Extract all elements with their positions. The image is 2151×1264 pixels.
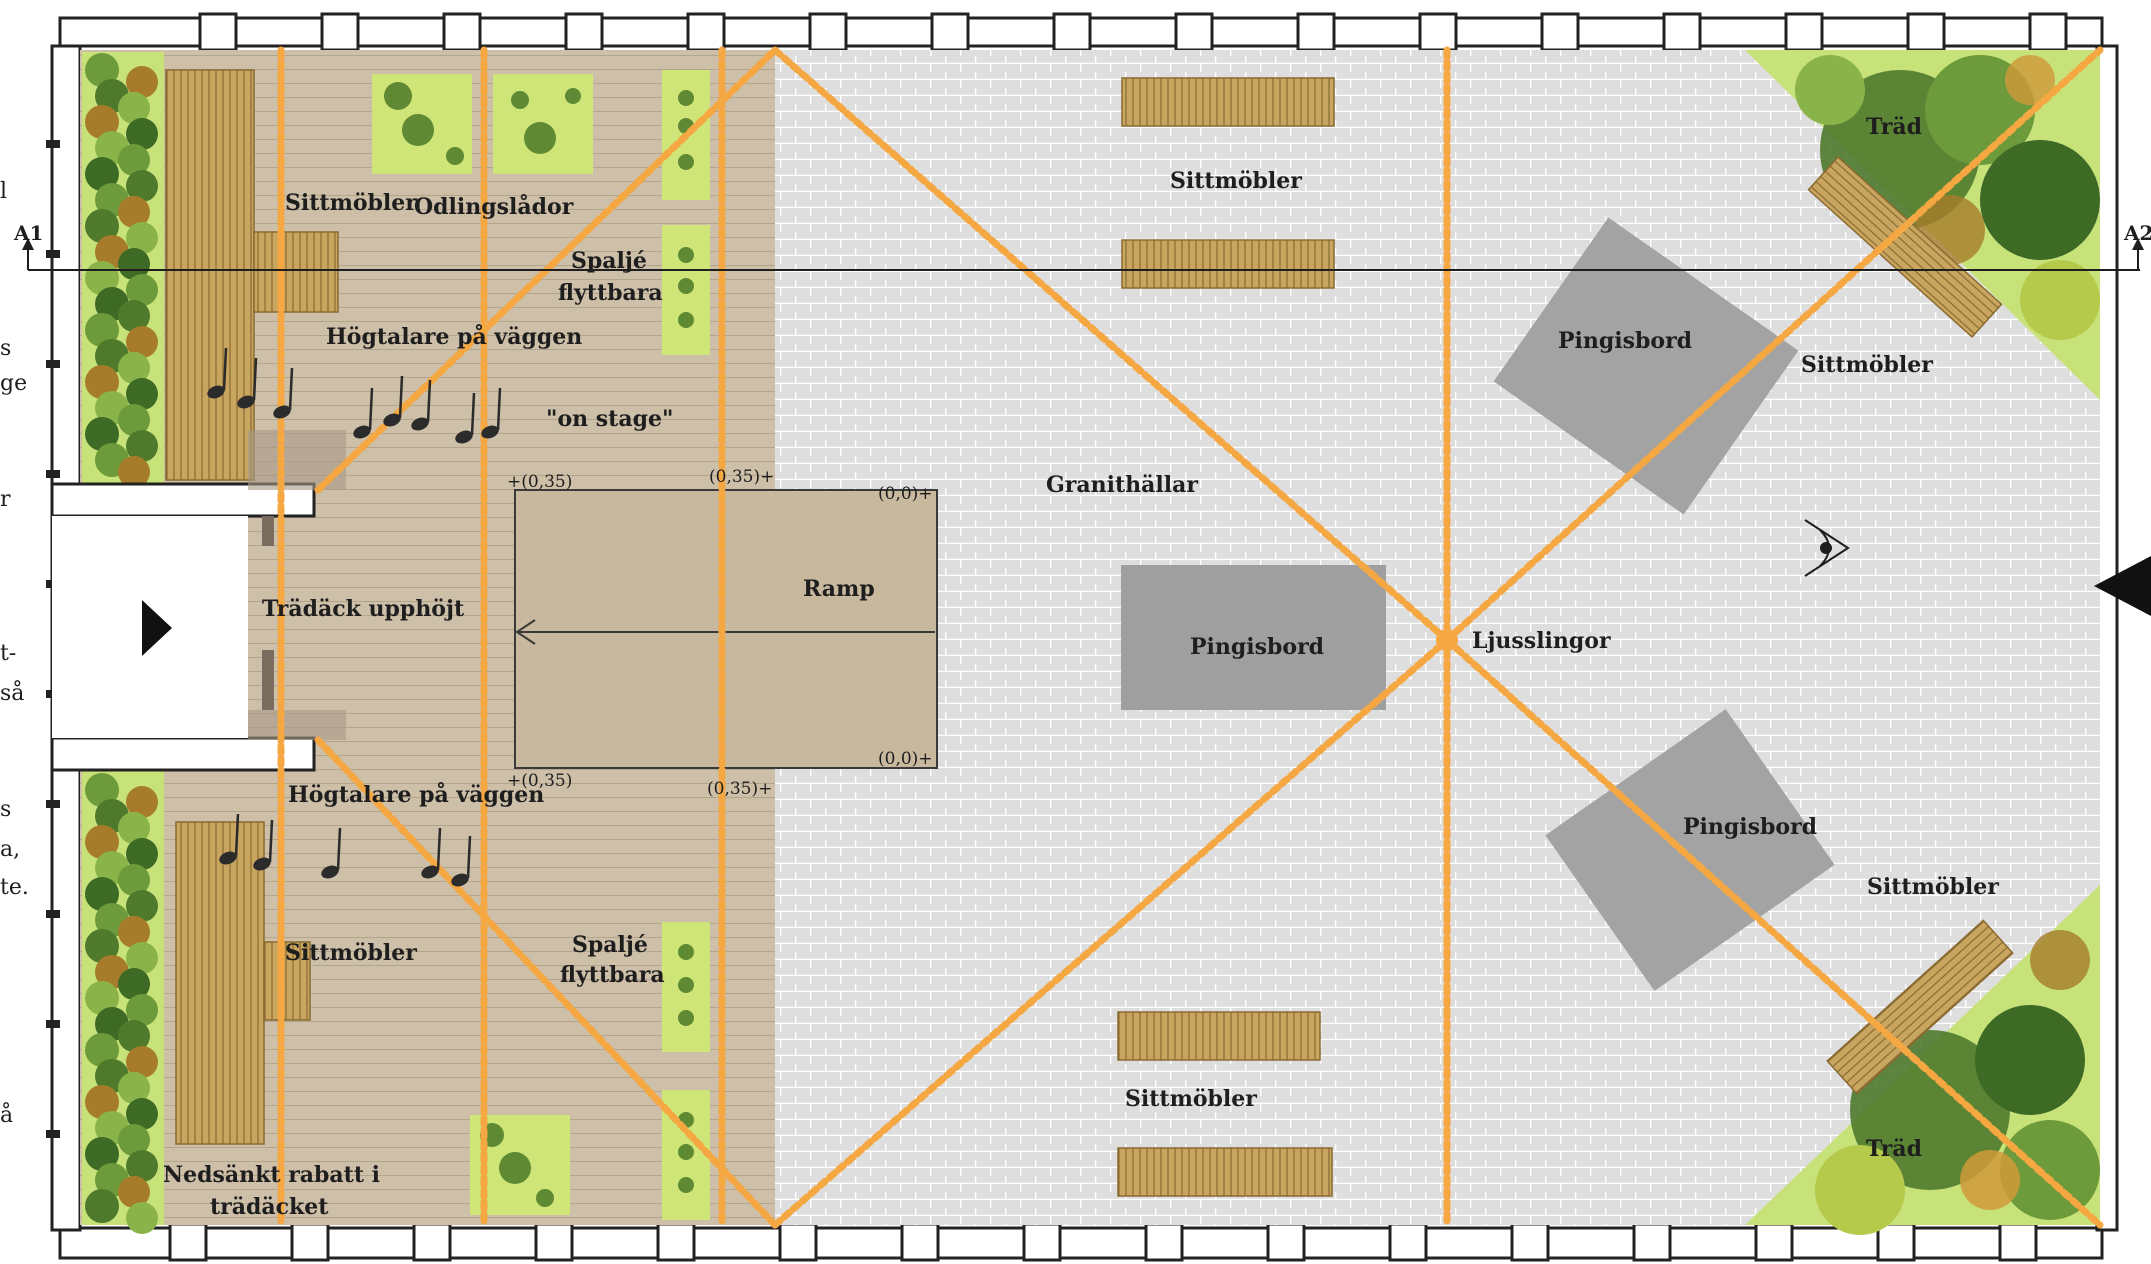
svg-text:te.: te. — [0, 875, 29, 900]
ramp — [514, 489, 938, 769]
label-sittmobler-bottom-center: Sittmöbler — [1125, 1086, 1257, 1112]
section-line — [22, 238, 2144, 271]
svg-text:l: l — [0, 179, 7, 204]
label-spalje-top-2: flyttbara — [558, 280, 663, 306]
level-label: (0,0)+ — [878, 484, 933, 504]
label-sittmobler-top-center: Sittmöbler — [1170, 168, 1302, 194]
label-ljusslingor: Ljusslingor — [1472, 628, 1611, 654]
label-nedsankt-2: trädäcket — [210, 1194, 329, 1220]
label-on-stage: "on stage" — [546, 406, 673, 432]
margin-text-fragments: l s ge r t- så s a, te. å — [0, 179, 29, 1128]
trellis-planters — [662, 70, 710, 1220]
label-sittmobler-bl: Sittmöbler — [285, 940, 417, 966]
svg-text:å: å — [0, 1101, 13, 1128]
svg-text:s: s — [0, 797, 11, 822]
center-seating — [1117, 77, 1335, 1197]
label-pingisbord-br: Pingisbord — [1683, 814, 1817, 840]
light-hub — [1436, 629, 1458, 651]
label-spalje-top-1: Spaljé — [571, 248, 647, 274]
tree-corner-bottom — [1745, 885, 2100, 1235]
label-sittmobler-tr: Sittmöbler — [1801, 352, 1933, 378]
label-hogtalare-top: Högtalare på väggen — [326, 324, 582, 350]
level-label: +(0,35) — [507, 472, 572, 492]
label-spalje-bot-1: Spaljé — [572, 932, 648, 958]
music-notes-icon — [207, 347, 502, 887]
svg-text:s: s — [0, 336, 11, 361]
planting-strip-top — [82, 52, 164, 488]
label-hogtalare-bottom: Högtalare på väggen — [288, 782, 544, 808]
ping-pong-tables — [1121, 217, 1835, 991]
label-odlinglador: Odlingslådor — [414, 194, 574, 220]
section-label-a2: A2 — [2123, 221, 2151, 245]
entry-arrow-icon — [142, 600, 172, 656]
label-trad-bottom: Träd — [1866, 1136, 1922, 1162]
label-ramp: Ramp — [803, 576, 875, 602]
section-label-a1: A1 — [13, 221, 43, 245]
level-label: (0,0)+ — [878, 749, 933, 769]
svg-text:r: r — [0, 487, 11, 512]
level-label: (0,35)+ — [707, 779, 772, 799]
deck-seating — [165, 69, 339, 1145]
svg-text:ge: ge — [0, 371, 27, 396]
svg-text:a,: a, — [0, 837, 20, 862]
window-mullions — [46, 12, 2068, 1262]
diagonal-seating — [1807, 155, 2014, 1095]
eye-icon — [1804, 519, 1850, 577]
svg-text:t-: t- — [0, 641, 16, 666]
label-nedsankt-1: Nedsänkt rabatt i — [163, 1162, 380, 1188]
label-tradack: Trädäck upphöjt — [262, 596, 465, 622]
label-pingisbord-center: Pingisbord — [1190, 634, 1324, 660]
entry-arrow-right-icon — [2094, 556, 2151, 616]
level-label: (0,35)+ — [709, 467, 774, 487]
label-sittmobler-br: Sittmöbler — [1867, 874, 1999, 900]
label-trad-top: Träd — [1866, 114, 1922, 140]
svg-text:så: så — [0, 679, 24, 706]
label-spalje-bot-2: flyttbara — [560, 962, 665, 988]
label-sittmobler-tl: Sittmöbler — [285, 190, 417, 216]
label-granithallar: Granithällar — [1046, 472, 1198, 498]
level-label: +(0,35) — [507, 771, 572, 791]
planting-strip-bottom — [82, 770, 164, 1234]
label-pingisbord-tr: Pingisbord — [1558, 328, 1692, 354]
